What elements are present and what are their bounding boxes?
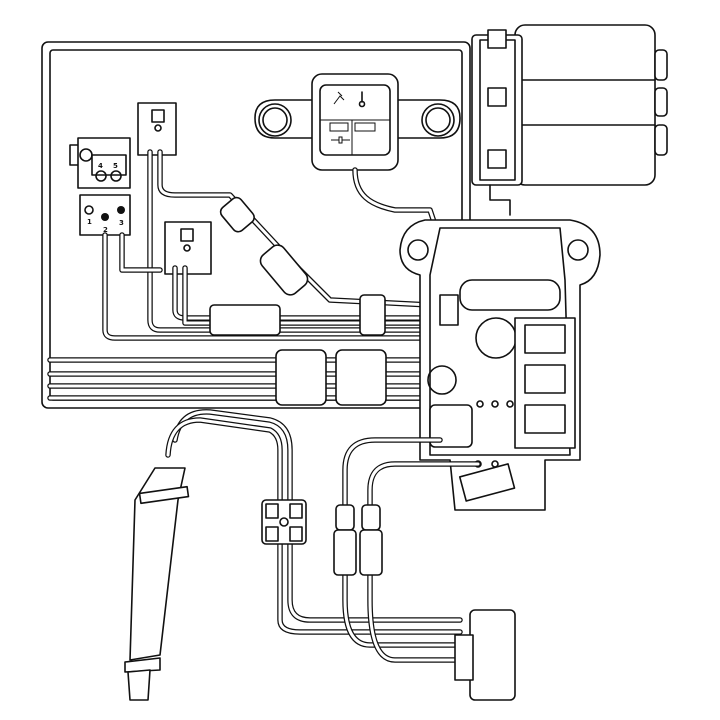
plug-connector [454,609,516,701]
temperature-probe [124,409,463,701]
control-box [399,219,601,511]
plug-icon [331,136,350,144]
thermometer-icon [358,91,366,108]
lower-cable [333,437,481,663]
terminal-label-4: 4 [98,162,103,170]
terminal-strip [261,499,307,545]
terminal-label-3: 3 [119,219,124,227]
terminal-label-5: 5 [113,162,118,170]
terminal-label-2: 2 [103,226,108,234]
terminal-block: 4 5 1 2 3 [69,137,131,236]
water-tap-icon [333,91,345,105]
motor-unit [471,24,668,216]
terminal-label-1: 1 [87,218,92,226]
temperature-controller [254,73,461,293]
relay-module-lower [164,221,212,275]
relay-module-upper [137,102,177,156]
